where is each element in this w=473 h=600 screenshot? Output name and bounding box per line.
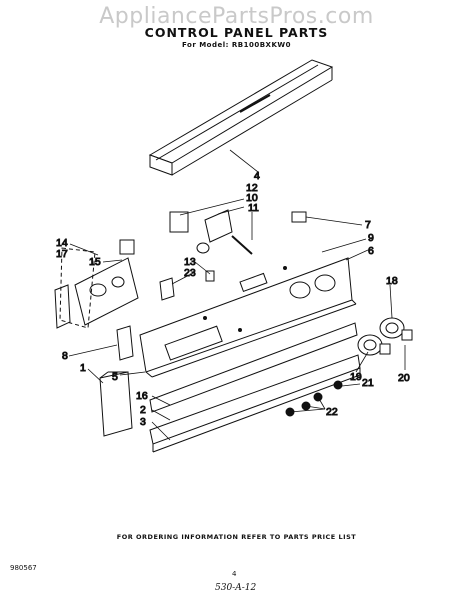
top-trim-strip <box>148 59 334 176</box>
ordering-info-note: FOR ORDERING INFORMATION REFER TO PARTS … <box>116 533 357 541</box>
clip-part <box>291 211 307 223</box>
callout-8: 8 <box>62 350 68 362</box>
handwritten-note: 530-A-12 <box>215 583 257 593</box>
callout-15: 15 <box>89 256 101 268</box>
callout-13: 13 <box>184 256 196 268</box>
callout-5: 5 <box>112 371 118 383</box>
callout-21: 21 <box>362 377 374 389</box>
backguard-panel <box>139 257 357 378</box>
watermark: AppliancePartsPros.com <box>99 4 374 29</box>
callout-18: 18 <box>386 275 398 287</box>
callout-11: 11 <box>248 202 259 214</box>
page-title: CONTROL PANEL PARTS <box>144 25 329 40</box>
callout-3: 3 <box>140 416 146 428</box>
callout-4: 4 <box>254 170 260 182</box>
callout-19: 19 <box>350 371 362 383</box>
model-subtitle: For Model: RB100BXKW0 <box>182 41 291 49</box>
callout-12: 12 <box>246 182 258 194</box>
callout-20: 20 <box>398 372 410 384</box>
callout-7: 7 <box>365 219 371 231</box>
side-bracket <box>116 325 134 361</box>
callout-17: 17 <box>56 248 68 260</box>
callout-2: 2 <box>140 404 146 416</box>
callout-9: 9 <box>368 232 374 244</box>
callout-22: 22 <box>326 406 338 418</box>
callout-23: 23 <box>184 267 196 279</box>
page-number: 4 <box>232 570 237 578</box>
small-bracket <box>159 270 215 301</box>
control-knobs <box>285 317 413 417</box>
document-code: 980567 <box>10 564 37 572</box>
callout-16: 16 <box>136 390 148 402</box>
callout-1: 1 <box>80 362 86 374</box>
callout-14: 14 <box>56 237 68 249</box>
lower-trim-strip <box>149 322 361 453</box>
callout-10: 10 <box>246 192 258 204</box>
end-cap <box>99 371 133 437</box>
clock-timer-module <box>54 239 139 329</box>
callout-6: 6 <box>368 245 374 257</box>
switch-bracket <box>169 209 253 255</box>
